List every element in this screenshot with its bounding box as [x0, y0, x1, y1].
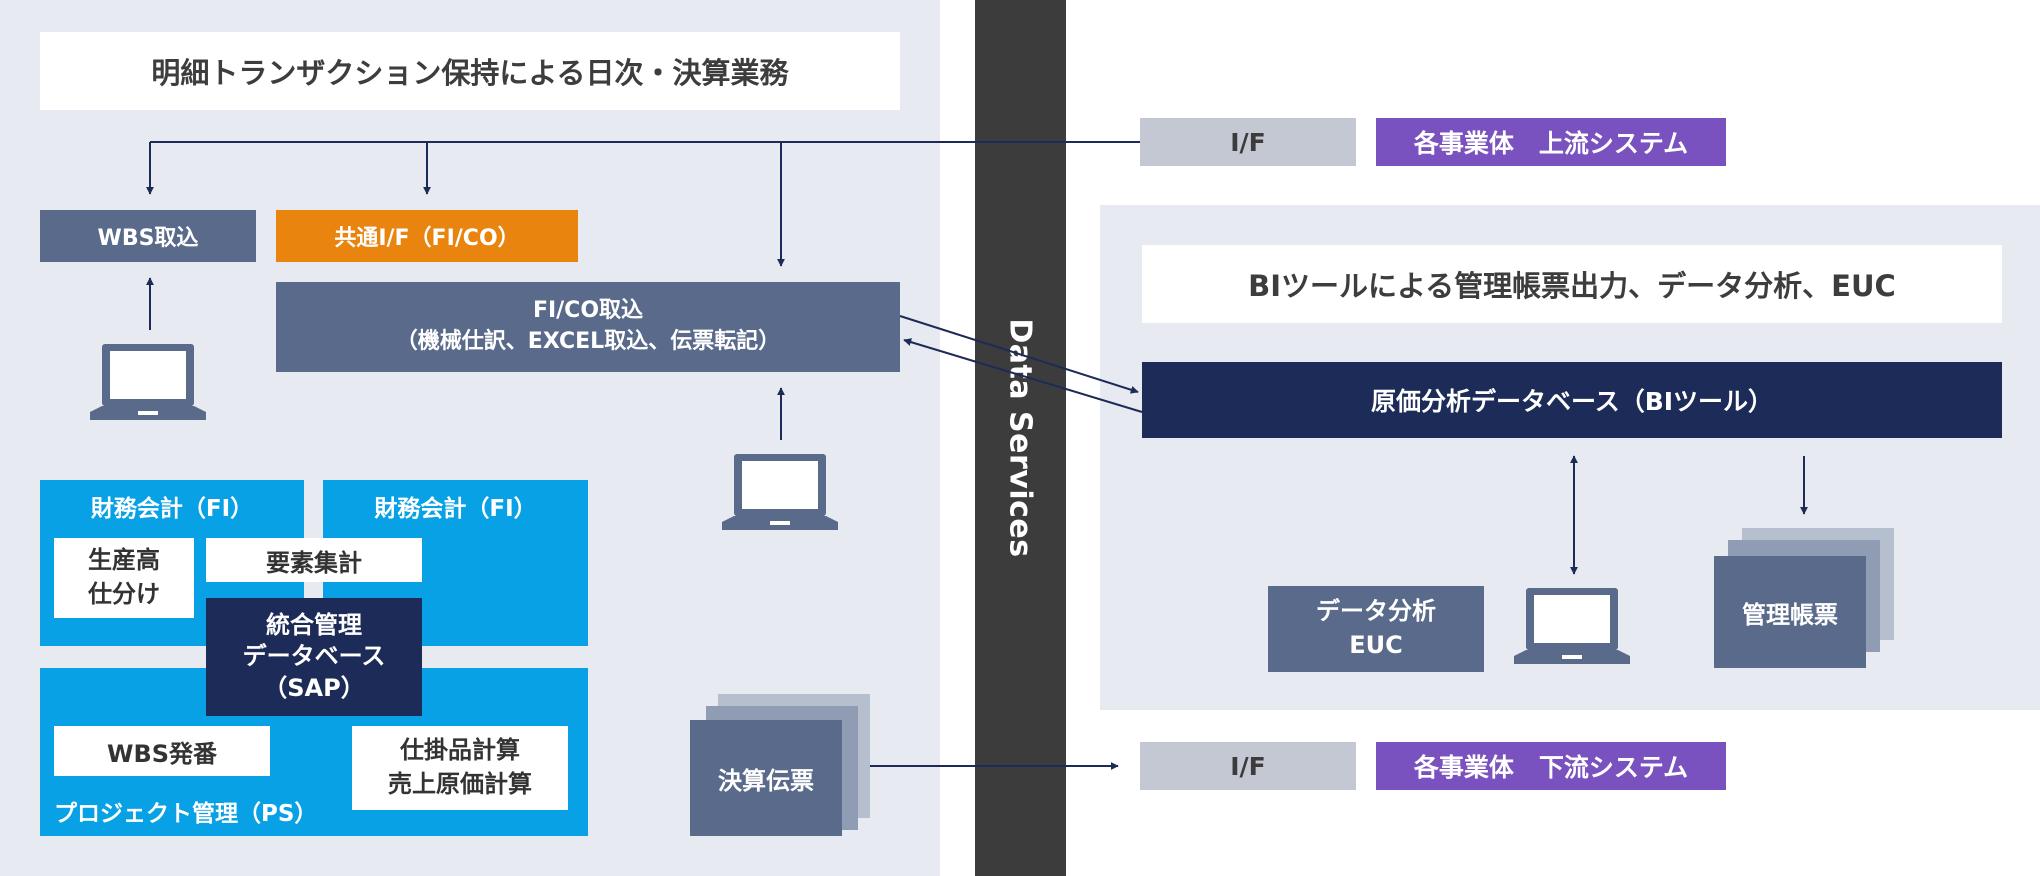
- closing-slip-box: 決算伝票: [690, 720, 842, 836]
- connector-lines: [146, 141, 1808, 770]
- fico-import-line2: （機械仕訳、EXCEL取込、伝票転記）: [395, 329, 781, 354]
- wip-calc-line2: 売上原価計算: [388, 770, 532, 798]
- cost-db-box: 原価分析データベース（BIツール）: [1142, 362, 2002, 438]
- fi-right-label: 財務会計（FI）: [374, 496, 537, 522]
- upstream-box: 各事業体 上流システム: [1376, 118, 1726, 166]
- fi-left-label: 財務会計（FI）: [90, 496, 254, 522]
- element-aggregation-box: 要素集計: [206, 538, 422, 582]
- data-services-bar: [975, 0, 1066, 876]
- laptop-icon-center: [722, 454, 838, 530]
- production-box: 生産高 仕分け: [54, 538, 194, 618]
- arrow-fico-to-costdb: [899, 315, 1139, 394]
- left-title: 明細トランザクション保持による日次・決算業務: [40, 32, 900, 110]
- laptop-icon-right: [1514, 588, 1630, 664]
- analysis-euc-line2: EUC: [1349, 631, 1403, 659]
- laptop-icon-left: [90, 344, 206, 420]
- analysis-euc-box: データ分析 EUC: [1268, 586, 1484, 672]
- production-line1: 生産高: [88, 546, 160, 575]
- production-line2: 仕分け: [88, 580, 160, 608]
- common-if-box: 共通I/F（FI/CO）: [276, 210, 578, 262]
- fico-import-box: FI/CO取込 （機械仕訳、EXCEL取込、伝票転記）: [276, 282, 900, 372]
- wip-calc-line1: 仕掛品計算: [400, 736, 520, 765]
- downstream-box: 各事業体 下流システム: [1376, 742, 1726, 790]
- integrated-db-box: 統合管理 データベース （SAP）: [206, 598, 422, 716]
- right-title: BIツールによる管理帳票出力、データ分析、EUC: [1142, 245, 2002, 323]
- arrow-costdb-to-fico: [903, 338, 1143, 413]
- analysis-euc-line1: データ分析: [1316, 597, 1436, 626]
- wbs-issue-box: WBS発番: [54, 726, 270, 776]
- integrated-db-line1: 統合管理: [266, 611, 362, 640]
- integrated-db-line2: データベース: [242, 642, 386, 671]
- mgmt-report-box: 管理帳票: [1714, 556, 1866, 668]
- wip-calc-box: 仕掛品計算 売上原価計算: [352, 726, 568, 810]
- project-management-label: プロジェクト管理（PS）: [54, 801, 318, 827]
- wbs-import-box: WBS取込: [40, 210, 256, 262]
- integrated-db-line3: （SAP）: [263, 673, 365, 702]
- if-bottom-box: I/F: [1140, 742, 1356, 790]
- fico-import-line1: FI/CO取込: [532, 298, 644, 324]
- if-top-box: I/F: [1140, 118, 1356, 166]
